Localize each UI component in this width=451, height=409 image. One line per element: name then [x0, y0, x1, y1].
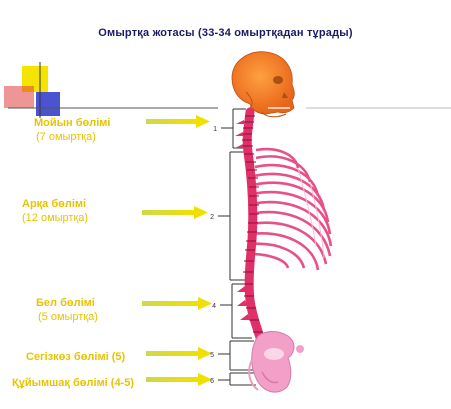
region-label-cervical: Мойын бөлімі (7 омыртқа)	[34, 116, 111, 144]
arrow-coccygeal	[146, 373, 212, 386]
skull	[231, 51, 295, 118]
rib-cage	[249, 147, 333, 271]
region-label-sacral: Сегізкөз бөлімі (5)	[26, 350, 125, 364]
region-name-thoracic: Арқа бөлімі	[22, 198, 87, 210]
region-label-thoracic: Арқа бөлімі (12 омыртқа)	[22, 197, 88, 225]
region-name-coccygeal: Құйымшақ бөлімі (4-5)	[12, 377, 135, 389]
pelvis	[248, 331, 304, 393]
arrow-cervical	[146, 115, 210, 128]
region-count-thoracic: (12 омыртқа)	[22, 212, 89, 224]
arrow-sacral	[146, 347, 212, 360]
region-label-coccygeal: Құйымшақ бөлімі (4-5)	[12, 376, 134, 390]
region-count-lumbar: (5 омыртқа)	[38, 311, 98, 323]
bracket-number-5: 5	[210, 352, 214, 359]
bracket-number-1: 1	[213, 126, 217, 133]
region-count-cervical: (7 омыртқа)	[36, 131, 96, 143]
region-label-lumbar: Бел бөлімі (5 омыртқа)	[36, 296, 98, 324]
bracket-number-6: 6	[210, 378, 214, 385]
deco-red-square	[4, 86, 34, 108]
page-title: Омыртқа жотасы (33-34 омыртқадан тұрады)	[98, 27, 353, 39]
arrow-lumbar	[142, 297, 212, 310]
bracket-coccygeal	[229, 372, 256, 386]
region-name-cervical: Мойын бөлімі	[34, 117, 111, 129]
region-name-lumbar: Бел бөлімі	[36, 297, 95, 309]
region-name-sacral: Сегізкөз бөлімі (5)	[26, 351, 126, 363]
spinous-processes	[235, 120, 250, 320]
vertebra-lines	[242, 115, 263, 333]
bracket-number-4: 4	[212, 303, 216, 310]
arrow-thoracic	[142, 206, 208, 219]
spinal-column	[235, 107, 267, 349]
bracket-number-2: 2	[210, 214, 214, 221]
